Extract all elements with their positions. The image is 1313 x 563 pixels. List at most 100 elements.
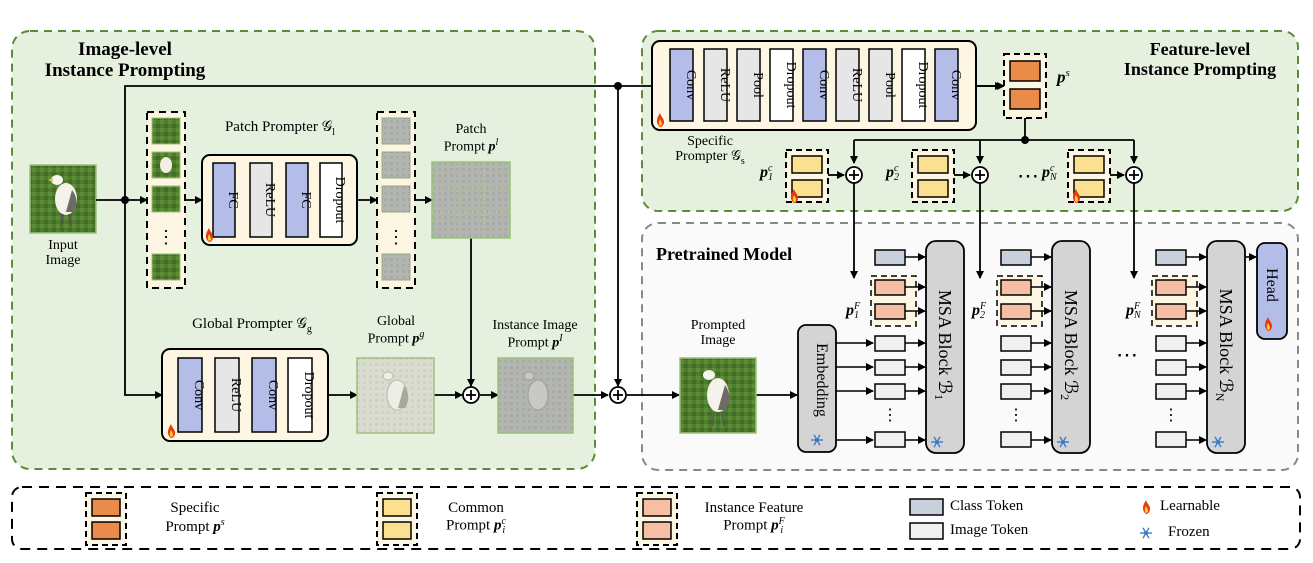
patch-prompter-label: Patch Prompter 𝒢l: [224, 119, 336, 138]
embedding-block: [797, 324, 837, 453]
tokens-group-2: [996, 249, 1043, 448]
specific-layer-3-label: Pool: [750, 72, 765, 98]
msa-block-2: [1051, 240, 1091, 454]
legend-common-swatch: [376, 492, 418, 546]
global-layer-relu: [214, 357, 240, 433]
legend-learnable-label: Learnable: [1160, 498, 1220, 514]
legend-specific-swatch: [85, 492, 127, 546]
legend-specific-label: Specific Prompt ps: [165, 500, 225, 535]
msa-block-n-label: MSA Block ℬN: [1213, 289, 1236, 402]
patch-layer-fc-1: [212, 162, 236, 238]
plus-common-2: [971, 166, 989, 184]
global-layer-conv-1-label: Conv: [191, 380, 206, 410]
patch-prompt-vdots: ⋮: [387, 227, 405, 247]
msa-block-n: [1206, 240, 1246, 454]
legend-instance-feature-swatch: [636, 492, 678, 546]
global-layer-conv-2: [251, 357, 277, 433]
input-patches-vdots: ⋮: [157, 227, 175, 247]
common-prompt-1: [785, 149, 829, 203]
tokens-group-n: [1151, 249, 1198, 448]
patch-layer-dropout-label: Dropout: [332, 177, 347, 224]
specific-prompter-label: Specific Prompter 𝒢s: [675, 134, 745, 168]
global-prompter-box: [161, 348, 329, 442]
pretrained-title: Pretrained Model: [656, 244, 793, 264]
tokens-n-vdots: ⋮: [1163, 407, 1179, 424]
embedding-label: Embedding: [813, 343, 830, 417]
legend-class-token-label: Class Token: [950, 498, 1024, 514]
patch-layer-fc-2: [285, 162, 309, 238]
instance-image-prompt-image: [497, 357, 574, 434]
specific-prompter-layers: [669, 48, 959, 122]
specific-layer-5-label: Conv: [816, 70, 831, 100]
legend-class-token-swatch: [909, 498, 944, 516]
global-layer-dropout: [287, 357, 313, 433]
tokens-1-to-msa-arrows: [905, 253, 926, 444]
embedding-to-tokens-arrows: [836, 339, 874, 444]
tokens-2-vdots: ⋮: [1008, 407, 1024, 424]
common-prompt-2: [911, 149, 955, 203]
patch-prompt-patches: [376, 111, 416, 289]
patch-prompt-image: [431, 161, 511, 239]
msa-block-1: [925, 240, 965, 454]
feature-prompt-down-arrows: [850, 183, 1138, 279]
tokens-2-to-msa-arrows: [1031, 253, 1052, 444]
global-layer-conv-1: [177, 357, 203, 433]
plus-patch-global: [462, 386, 480, 404]
msa-block-1-label: MSA Block ℬ1: [932, 290, 955, 400]
feature-level-title: Feature-level Instance Prompting: [1123, 39, 1277, 79]
specific-layer-2-label: ReLU: [717, 68, 732, 102]
global-prompter-label: Global Prompter 𝒢g: [192, 316, 312, 335]
patch-layer-relu: [249, 162, 273, 238]
specific-layer-4-label: Dropout: [783, 62, 798, 109]
feature-ellipsis: ⋯: [1017, 163, 1039, 188]
legend-image-token-swatch: [909, 522, 944, 540]
patch-layer-relu-label: ReLU: [262, 183, 277, 217]
image-level-title: Image-level Instance Prompting: [44, 39, 206, 81]
specific-layer-1-label: Conv: [683, 70, 698, 100]
specific-layer-8-label: Dropout: [915, 62, 930, 109]
head-label: Head: [1263, 268, 1280, 302]
msa-block-2-label: MSA Block ℬ2: [1058, 290, 1081, 400]
specific-prompt-label: ps: [1057, 67, 1070, 87]
instance-image-prompt-label: Instance Image Prompt pI: [492, 318, 578, 352]
patch-prompt-label: Patch Prompt pl: [443, 122, 499, 156]
prompted-image: [679, 357, 757, 434]
plus-common-n: [1125, 166, 1143, 184]
legend-frozen-label: Frozen: [1168, 524, 1210, 540]
input-image-label: Input Image: [45, 238, 81, 269]
input-patches: [146, 111, 186, 289]
tokens-n-to-msa-arrows: [1186, 253, 1207, 444]
plus-common-1: [845, 166, 863, 184]
global-layer-conv-2-label: Conv: [265, 380, 280, 410]
patch-layer-fc-1-label: FC: [225, 191, 240, 208]
global-prompt-label: Global Prompt pg: [367, 314, 425, 348]
junction-dot-ps: [1021, 136, 1029, 144]
tokens-group-1: [870, 249, 917, 448]
tokens-1-vdots: ⋮: [882, 407, 898, 424]
global-prompt-image: [356, 357, 435, 434]
global-layer-relu-label: ReLU: [228, 378, 243, 412]
input-image: [29, 164, 97, 234]
prompted-image-label: Prompted Image: [690, 318, 746, 349]
specific-prompt-distribution: [850, 118, 1138, 164]
plus-image-prompt: [609, 386, 627, 404]
model-ellipsis: ⋯: [1116, 342, 1138, 367]
specific-layer-9-label: Conv: [948, 70, 963, 100]
junction-dot-input: [121, 196, 129, 204]
patch-layer-dropout: [319, 162, 343, 238]
patch-layer-fc-2-label: FC: [298, 191, 313, 208]
specific-layer-6-label: ReLU: [849, 68, 864, 102]
specific-prompt: [1003, 53, 1047, 119]
head-block: [1256, 242, 1288, 340]
junction-dot-top: [614, 82, 622, 90]
legend-image-token-label: Image Token: [950, 522, 1029, 538]
